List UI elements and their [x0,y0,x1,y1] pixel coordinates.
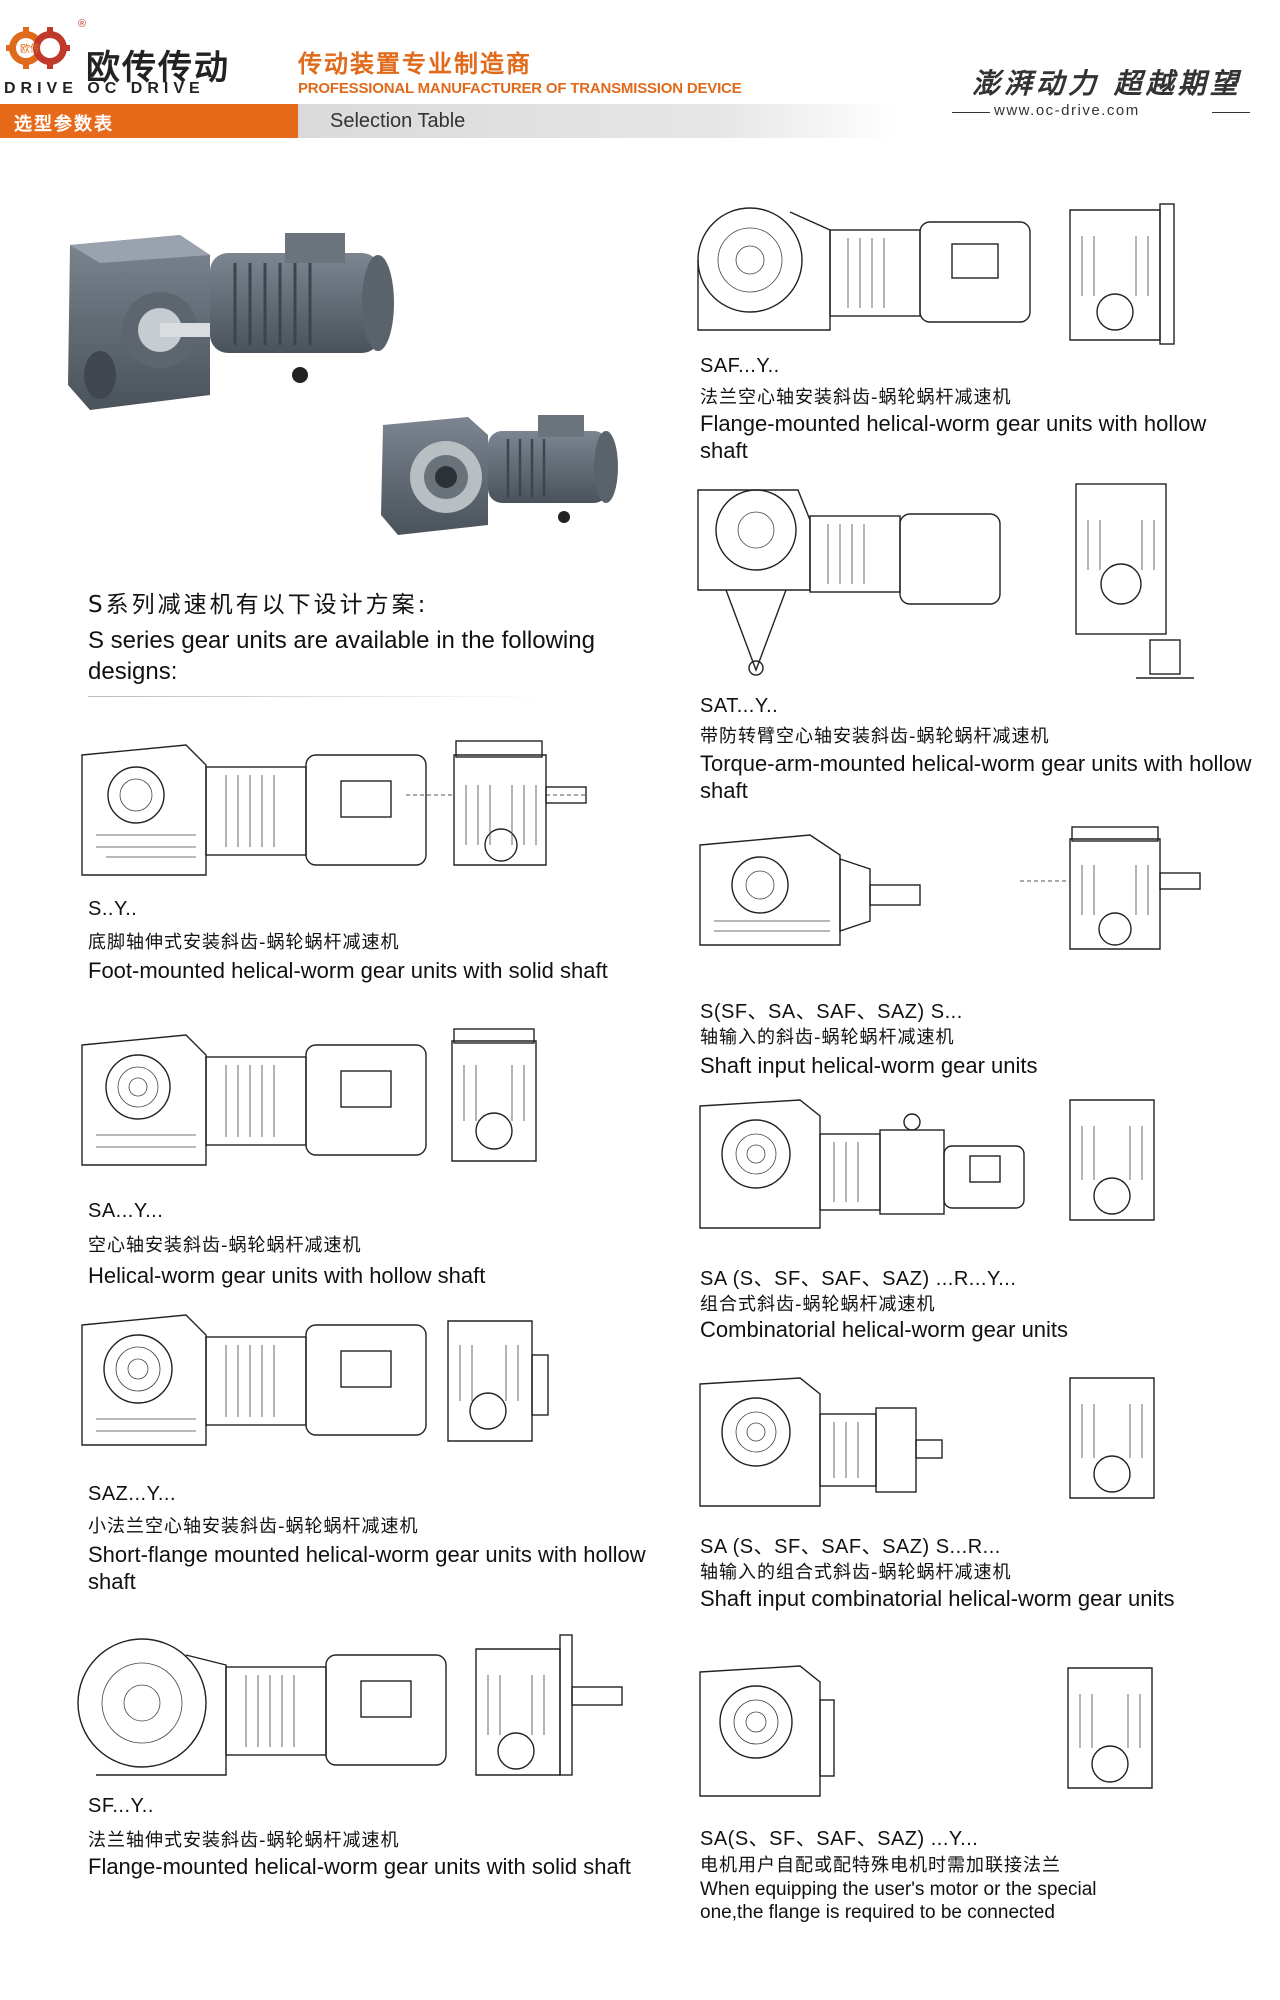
design-code: SF...Y.. [88,1795,154,1817]
design-chinese: 电机用户自配或配特殊电机时需加联接法兰 [700,1855,1061,1876]
design-english: Shaft input helical-worm gear units [700,1053,1038,1078]
drawing-short-flange-hollow-shaft [81,1314,549,1446]
registered-mark: ® [78,18,87,30]
design-english: Combinatorial helical-worm gear units [700,1317,1069,1342]
design-code: SA (S、SF、SAF、SAZ) ...R...Y... [700,1268,1017,1290]
design-code: SAT...Y.. [700,695,779,717]
design-code: SAF...Y.. [700,355,780,377]
drawing-user-motor-flange [699,1665,1153,1797]
design-code: SA(S、SF、SAF、SAZ) ...Y... [700,1828,979,1850]
website-link[interactable]: www.oc-drive.com [994,102,1140,119]
section-bar-grey [298,104,898,138]
design-code: S..Y.. [88,898,138,920]
design-chinese: 小法兰空心轴安装斜齿-蜗轮蜗杆减速机 [88,1516,419,1537]
design-english: Torque-arm-mounted helical-worm gear uni… [700,751,1252,803]
design-english: Foot-mounted helical-worm gear units wit… [88,958,608,983]
divider [952,112,990,113]
design-chinese: 底脚轴伸式安装斜齿-蜗轮蜗杆减速机 [88,932,400,953]
design-english: Flange-mounted helical-worm gear units w… [88,1854,631,1879]
design-english: Helical-worm gear units with hollow shaf… [88,1263,486,1288]
product-photo-gear-unit [68,233,394,410]
page-header: 欧传 ® 欧传传动 DRIVE OC DRIVE 传动装置专业制造商 PROFE… [0,0,1280,138]
slogan: 澎湃动力 超越期望 [972,67,1242,100]
design-chinese: 轴输入的斜齿-蜗轮蜗杆减速机 [700,1027,955,1048]
drawing-shaft-input [699,826,1201,950]
drawing-flange-mounted-solid-shaft [77,1634,623,1776]
design-english: Shaft input combinatorial helical-worm g… [700,1586,1175,1611]
design-code: SAZ...Y... [88,1483,176,1505]
design-code: SA (S、SF、SAF、SAZ) S...R... [700,1536,1001,1558]
tagline-english: PROFESSIONAL MANUFACTURER OF TRANSMISSIO… [298,80,742,97]
logo-mark: 欧传 [20,43,40,55]
logo-english-name: DRIVE OC DRIVE [4,80,205,97]
design-chinese: 法兰轴伸式安装斜齿-蜗轮蜗杆减速机 [88,1830,400,1851]
product-photo-hollow-shaft-unit [381,415,618,535]
design-chinese: 空心轴安装斜齿-蜗轮蜗杆减速机 [88,1235,362,1256]
logo-chinese-name: 欧传传动 [86,48,230,88]
design-english: Flange-mounted helical-worm gear units w… [700,411,1207,463]
drawing-flange-hollow-shaft [697,203,1175,345]
drawing-foot-mounted-solid-shaft [81,740,587,876]
drawing-hollow-shaft [81,1028,537,1166]
design-chinese: 法兰空心轴安装斜齿-蜗轮蜗杆减速机 [700,387,1012,408]
section-title-english: Selection Table [330,110,466,132]
section-title-chinese: 选型参数表 [14,114,114,135]
drawing-torque-arm-hollow-shaft [697,483,1194,679]
section-bar [0,104,298,138]
intro-chinese: S系列减速机有以下设计方案: [88,592,429,618]
tagline-chinese: 传动装置专业制造商 [298,50,532,78]
design-chinese: 轴输入的组合式斜齿-蜗轮蜗杆减速机 [700,1562,1012,1583]
design-code: SA...Y... [88,1200,164,1222]
design-english: Short-flange mounted helical-worm gear u… [88,1542,646,1594]
design-chinese: 带防转臂空心轴安装斜齿-蜗轮蜗杆减速机 [700,726,1050,747]
design-english: When equipping the user's motor or the s… [700,1879,1097,1923]
drawing-shaft-input-combinatorial [699,1377,1155,1507]
intro-english: S series gear units are available in the… [88,627,595,685]
design-code: S(SF、SA、SAF、SAZ) S... [700,1001,963,1023]
gear-logo-icon: 欧传 [6,27,70,69]
drawing-combinatorial [699,1099,1155,1229]
divider [88,696,548,697]
divider [1212,112,1250,113]
design-chinese: 组合式斜齿-蜗轮蜗杆减速机 [700,1294,936,1315]
